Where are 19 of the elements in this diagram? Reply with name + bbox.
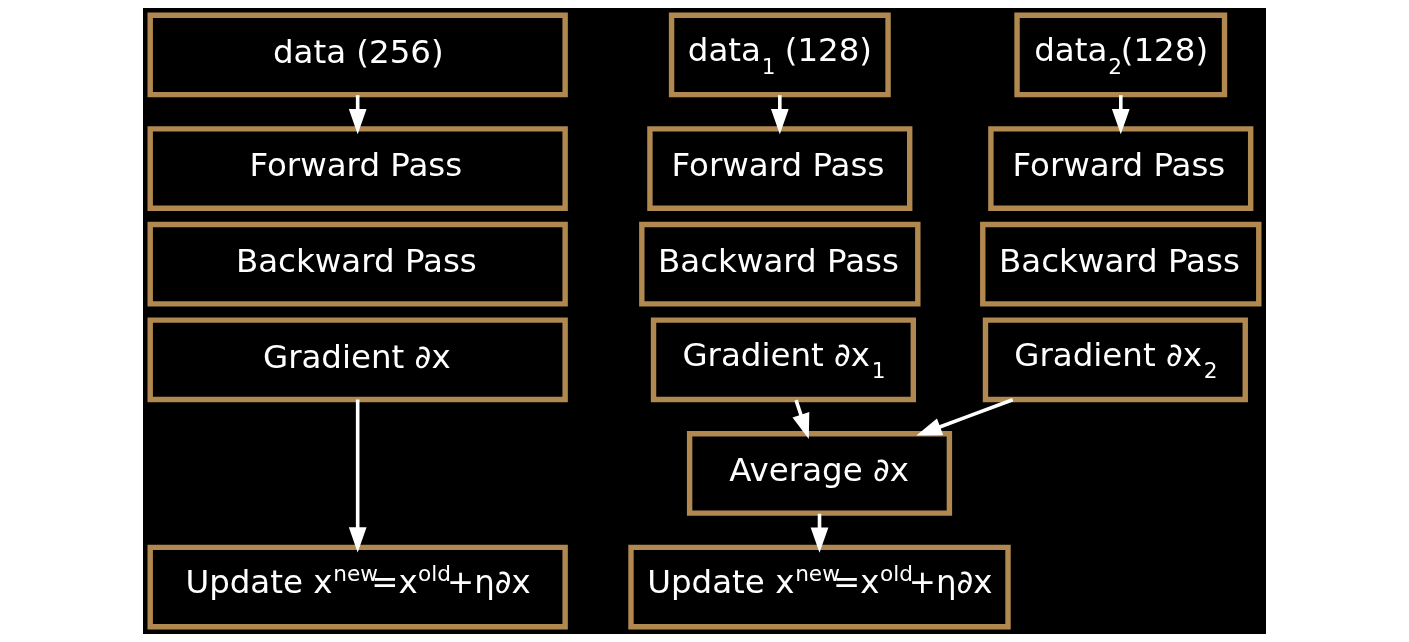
arrow [770,95,789,135]
node-box: Gradient ∂x [147,317,568,403]
node-box: Backward Pass [147,221,568,307]
node-box: data$_{2}$(128) [1014,12,1228,98]
node-box: data$_{1}$ (128) [668,12,891,98]
arrow [916,398,1014,436]
node-box: Forward Pass [647,126,913,211]
node-box: Gradient ∂x$_{1}$ [650,317,916,403]
node-box: Forward Pass [988,126,1254,211]
node-box: Gradient ∂x$_{2}$ [982,317,1248,403]
node-box: Update x$^{new}$=x$^{old}$+η∂x [147,544,568,630]
node-box: Backward Pass [980,221,1262,307]
arrow [1111,95,1130,135]
arrow [348,399,367,553]
node-box: data (256) [147,12,568,98]
node-box: Average ∂x [686,431,953,516]
node-box: Update x$^{new}$=x$^{old}$+η∂x [628,544,1011,630]
node-box: Forward Pass [147,126,568,211]
node-box: Backward Pass [639,221,921,307]
